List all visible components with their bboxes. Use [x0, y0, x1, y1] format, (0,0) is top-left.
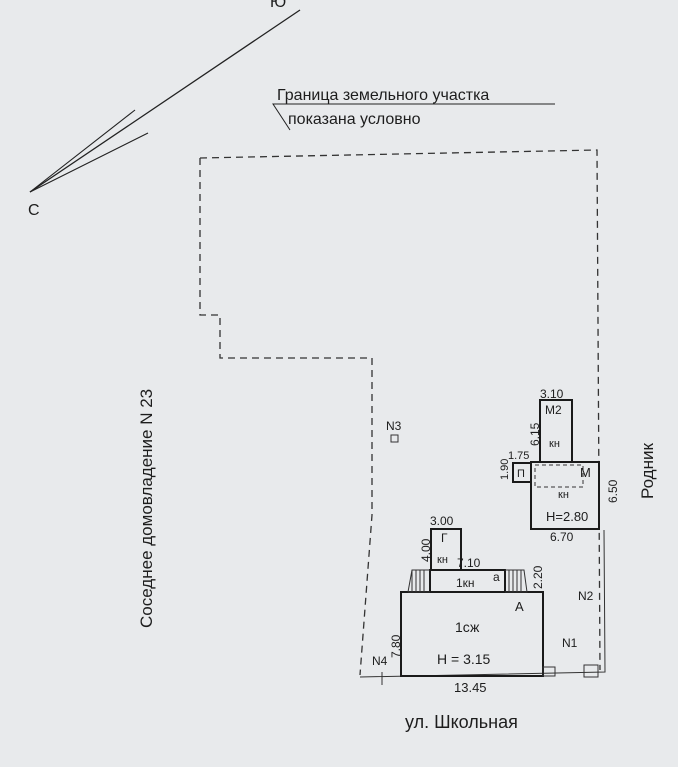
shed-g-name: кн — [437, 554, 448, 566]
street-label: ул. Школьная — [405, 712, 518, 732]
veranda-a-depth: 2.20 — [531, 565, 545, 589]
shed-g-depth: 4.00 — [419, 538, 433, 562]
neighbor-right-label: Родник — [638, 443, 657, 499]
shed-g — [430, 528, 462, 571]
building-m-height: H=2.80 — [546, 509, 588, 524]
annex-m2-depth: 6.15 — [528, 422, 542, 446]
marker-n3: N3 — [386, 419, 402, 433]
annex-p-depth: 1.90 — [499, 459, 511, 480]
building-m-depth: 6.50 — [606, 479, 620, 503]
building-m-letter: M — [580, 465, 591, 480]
annex-m2 — [539, 399, 573, 463]
building-a-depth: 7.80 — [389, 634, 403, 658]
building-m-width: 6.70 — [550, 530, 574, 544]
compass-south-label: С — [28, 202, 40, 219]
boundary-note-line1: Граница земельного участка — [277, 87, 489, 104]
marker-n2: N2 — [578, 589, 594, 603]
annex-m2-letter: M2 — [545, 403, 562, 417]
compass-arrow — [29, 9, 301, 193]
marker-n1: N1 — [562, 636, 578, 650]
plot-boundary — [199, 149, 601, 676]
building-a-height: H = 3.15 — [437, 651, 491, 667]
neighbor-left-label: Соседнее домовладение N 23 — [137, 389, 156, 628]
marker-n4: N4 — [372, 654, 388, 668]
boundary-note-line2: показана условно — [288, 111, 421, 128]
annex-m2-width: 3.10 — [540, 387, 564, 401]
annex-m2-name: кн — [549, 438, 560, 450]
shed-g-letter: Г — [441, 531, 448, 545]
veranda-a-width: 7.10 — [457, 556, 481, 570]
shed-g-width: 3.00 — [430, 514, 454, 528]
building-m-name: кн — [558, 489, 569, 501]
annex-p-letter: П — [517, 468, 525, 480]
boundary-note-leader — [272, 103, 555, 131]
building-a-width: 13.45 — [454, 680, 487, 695]
building-a — [400, 591, 599, 678]
compass-north-label: Ю — [270, 0, 286, 11]
veranda-a — [407, 569, 528, 593]
annex-p — [512, 462, 532, 483]
marker-n3-square — [390, 434, 399, 443]
building-a-letter: A — [515, 599, 524, 614]
veranda-a-name: 1кн — [456, 576, 475, 590]
veranda-a-letter: a — [493, 570, 500, 584]
annex-p-width: 1.75 — [508, 450, 529, 462]
building-a-name: 1сж — [455, 619, 480, 635]
